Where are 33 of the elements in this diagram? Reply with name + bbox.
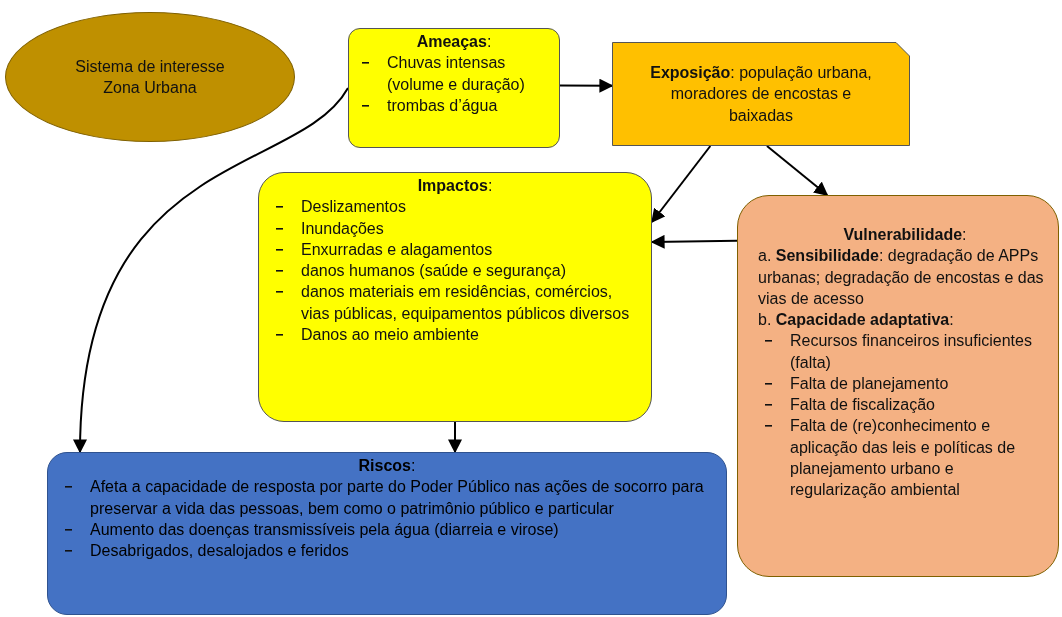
arrow [448, 421, 462, 454]
list-item: Falta de planejamento [790, 374, 949, 392]
list-item: Falta de (re)conhecimento e aplicação das leis e políticas de planejamento urbano e regularização ambiental [790, 417, 1016, 499]
arrow [559, 78, 614, 93]
list-item: Aumento das doenças transmissíveis pela água (diarreia e virose) [90, 520, 559, 538]
list-item: Recursos financeiros insuficientes (falta) [790, 332, 1032, 371]
text: Sistema de interesse Zona Urbana [74, 56, 226, 98]
arrow [765, 145, 829, 196]
list-item: danos humanos (saúde e segurança) [301, 262, 567, 280]
list-item: Enxurradas e alagamentos [301, 240, 493, 258]
heading: Ameaças: [415, 32, 493, 52]
arrow [650, 234, 738, 249]
heading: Riscos: [357, 456, 417, 476]
list-item: Desabrigados, desalojados e feridos [90, 542, 349, 560]
arrow [651, 145, 712, 224]
list-item: Deslizamentos [301, 198, 406, 216]
list-item: Afeta a capacidade de resposta por parte do Poder Público nas ações de socorro para preservar a vida das pessoas, bem como o patrimônio público e particular [90, 478, 704, 517]
list-item: trombas d’água [387, 96, 498, 114]
list-item: Falta de fiscalização [790, 396, 935, 414]
text: Exposição: população urbana, moradores de encostas e baixadas [649, 63, 873, 126]
list-item: Danos ao meio ambiente [301, 325, 479, 343]
list-item: Chuvas intensas (volume e duração) [387, 54, 525, 93]
text: b. Capacidade adaptativa: [758, 310, 955, 331]
list-item: danos materiais em residências, comércios, vias públicas, equipamentos públicos diversos [301, 283, 630, 322]
heading: Impactos: [416, 176, 494, 196]
process-box [258, 172, 652, 422]
list-item: Inundações [301, 219, 384, 237]
arrow [73, 87, 349, 454]
process-box [348, 28, 560, 148]
process-box [47, 452, 727, 615]
note-box [612, 42, 910, 146]
heading: Vulnerabilidade: [842, 225, 968, 245]
process-box [737, 195, 1059, 577]
